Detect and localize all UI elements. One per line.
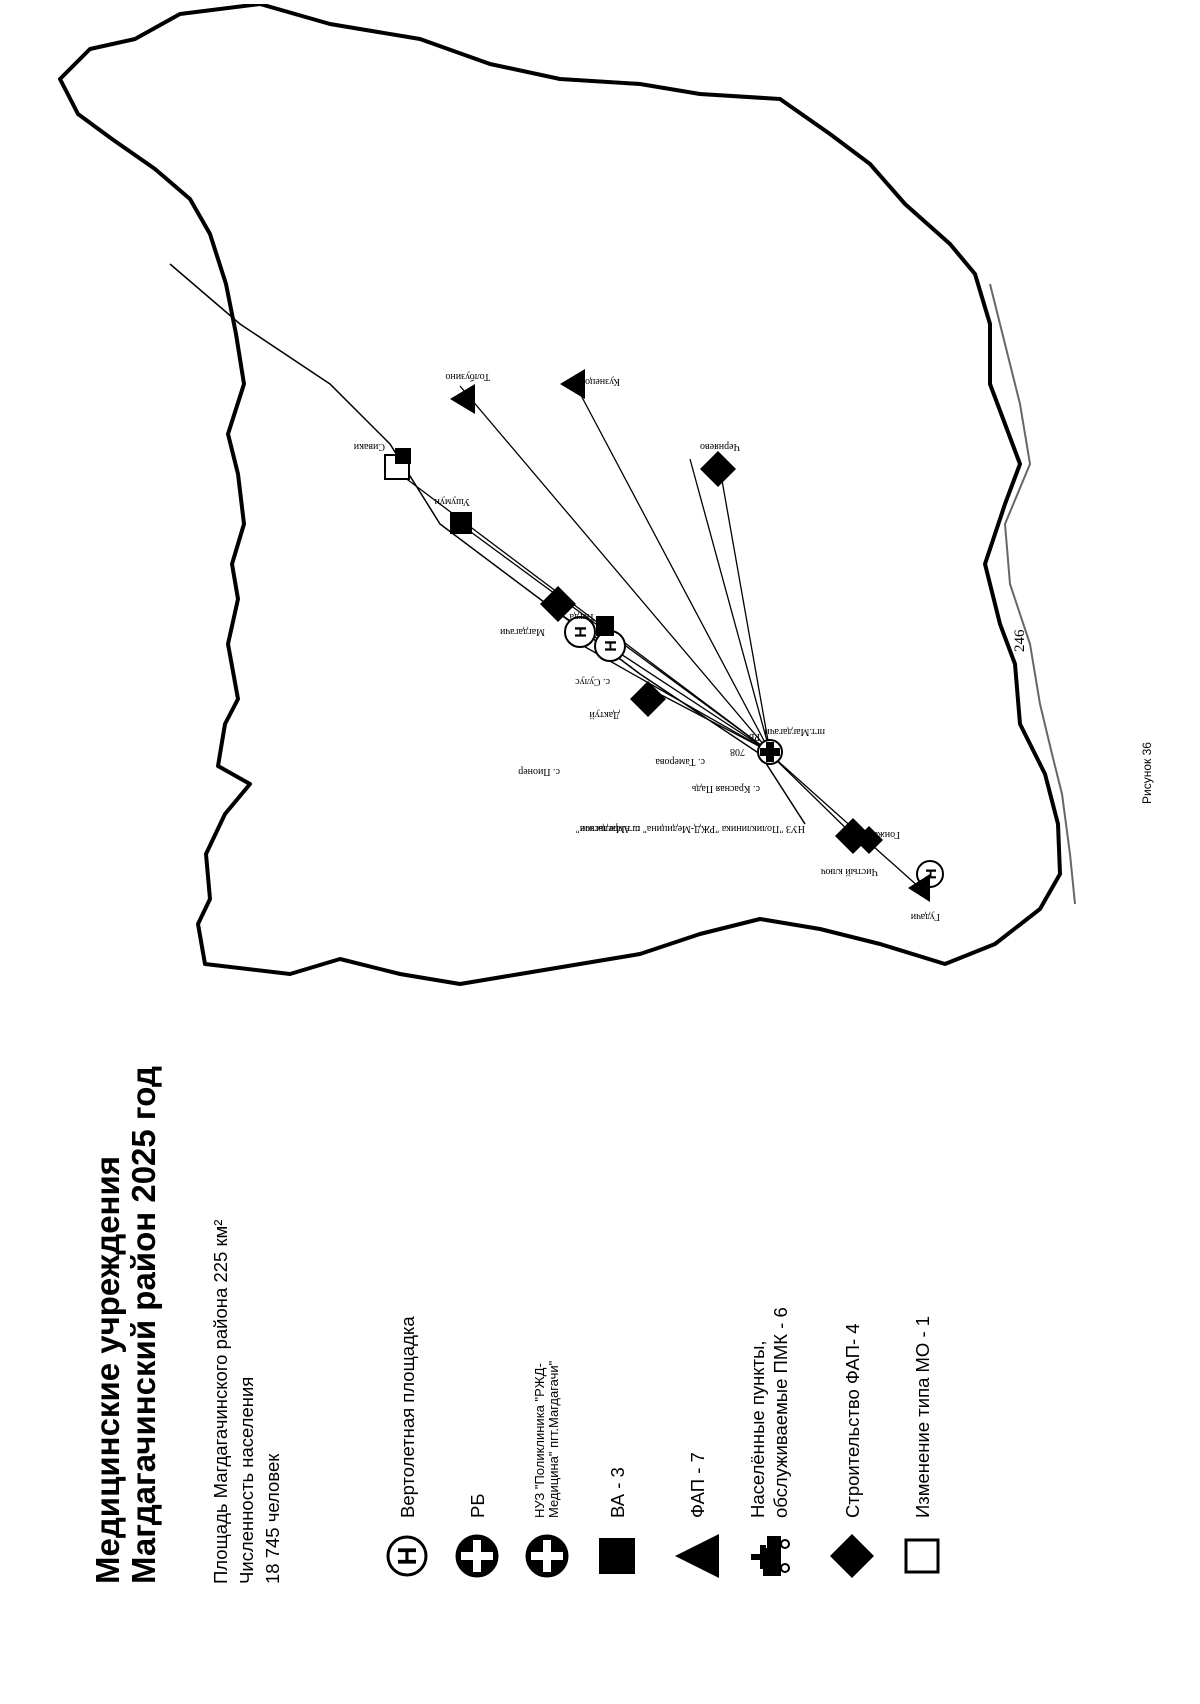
legend-label: Изменение типа МО - 1 — [911, 1315, 933, 1518]
place-label: с. Красная Падь — [691, 783, 760, 794]
filled-diamond-icon — [630, 681, 666, 717]
helipad-icon: H — [383, 1532, 431, 1580]
filled-square-icon — [395, 448, 411, 464]
mobile-unit-icon — [745, 1532, 793, 1580]
line-to-kuznetsovo — [574, 383, 771, 753]
page-title: Медицинские учреждения Магдагачинский ра… — [89, 1066, 162, 1584]
legend-label: НУЗ "Поликлиника "РЖД-Медицина" пгт.Магд… — [532, 1360, 561, 1518]
filled-triangle-icon — [908, 874, 930, 902]
legend-item-helipad: H Вертолетная площадка — [383, 980, 431, 1580]
filled-square-icon — [593, 1532, 641, 1580]
helipad-icon — [564, 616, 596, 648]
filled-diamond-icon — [700, 451, 736, 487]
place-label: Магдагачи — [499, 626, 545, 637]
service-lines — [399, 383, 921, 889]
filled-triangle-icon — [560, 369, 585, 399]
legend-label: РБ — [466, 1493, 488, 1518]
map-legend: H Вертолетная площадка РБ НУЗ "Поликлини… — [383, 1020, 1103, 1580]
legend-label: ФАП - 7 — [686, 1452, 708, 1518]
svg-text:H: H — [603, 640, 620, 652]
legend-label: Строительство ФАП- 4 — [841, 1323, 863, 1518]
empty-square-icon — [898, 1532, 946, 1580]
railway-line — [169, 263, 806, 825]
place-label: Гудачи — [910, 911, 940, 922]
legend-item-va: ВА - 3 — [593, 980, 641, 1580]
figure-caption: Рисунок 36 — [1140, 742, 1154, 804]
population-label: Численность населения — [236, 1376, 257, 1584]
helipad-icon: H — [923, 869, 940, 880]
legend-item-construction: Строительство ФАП- 4 — [828, 980, 876, 1580]
legend-label: Вертолетная площадка — [396, 1316, 418, 1518]
place-label: с. Тамерова — [655, 756, 705, 767]
district-info: Площадь Магдагачинского района 225 км² Ч… — [208, 1220, 286, 1584]
hospital-cross-icon — [523, 1532, 571, 1580]
legend-item-rb: РБ — [453, 980, 501, 1580]
filled-diamond-icon — [855, 826, 883, 854]
filled-square-icon — [596, 616, 614, 636]
hospital-cross-icon — [453, 1532, 501, 1580]
district-map: H H H Гудачи Гонжа Чистый ключ пгт. — [58, 4, 1076, 986]
line-to-chernyaevo-2 — [689, 458, 771, 753]
line-to-chernyaevo — [719, 468, 771, 753]
place-label: Гонжа — [873, 829, 900, 840]
place-label: Дактуй — [589, 709, 620, 720]
line-to-tolbuzino — [459, 385, 771, 753]
place-label: с. Сулус — [575, 676, 610, 687]
place-label: РБ — [748, 731, 760, 742]
place-label: НУЗ "Поликлиника "РЖД-Медицина" пгт.Магд… — [576, 823, 805, 834]
legend-item-fap: ФАП - 7 — [673, 980, 721, 1580]
area-text: Площадь Магдагачинского района 225 км² — [210, 1219, 231, 1584]
place-label: Тыгда — [569, 611, 595, 622]
svg-text:H: H — [392, 1547, 422, 1566]
title-line-2: Магдагачинский район 2025 год — [125, 1066, 162, 1584]
place-label: с. Пионер — [518, 766, 560, 777]
place-label: с. Апрельское — [580, 823, 640, 834]
filled-diamond-icon — [828, 1532, 876, 1580]
place-label: Кузнецово — [575, 376, 620, 387]
filled-diamond-icon — [540, 586, 576, 622]
filled-triangle-icon — [673, 1532, 721, 1580]
line-to-daktui — [649, 688, 771, 753]
place-label: Черняево — [700, 441, 740, 452]
line-to-tygda — [579, 643, 771, 753]
legend-item-type-change: Изменение типа МО - 1 — [898, 980, 946, 1580]
place-label: Толбузино — [445, 371, 490, 382]
legend-label: Населённые пункты, обслуживаемые ПМК - 6 — [747, 1307, 791, 1518]
population-value: 18 745 человек — [262, 1453, 283, 1584]
legend-label: ВА - 3 — [606, 1467, 628, 1518]
line-to-tygda-helipad — [769, 753, 921, 889]
filled-square-icon — [450, 512, 472, 534]
legend-item-nuz: НУЗ "Поликлиника "РЖД-Медицина" пгт.Магд… — [523, 980, 571, 1580]
district-boundary — [58, 4, 1062, 986]
title-line-1: Медицинские учреждения — [89, 1155, 126, 1584]
river — [989, 283, 1076, 905]
place-label: 708 — [730, 746, 745, 757]
place-label: Чистый ключ — [821, 866, 878, 877]
place-label: Сиваки — [353, 441, 385, 452]
filled-triangle-icon — [450, 384, 475, 414]
legend-item-pmk: Населённые пункты, обслуживаемые ПМК - 6 — [745, 980, 793, 1580]
svg-text:H: H — [573, 626, 590, 638]
place-label: пгт.Магдагачи — [764, 726, 825, 737]
place-label: Ушумун — [434, 496, 470, 507]
